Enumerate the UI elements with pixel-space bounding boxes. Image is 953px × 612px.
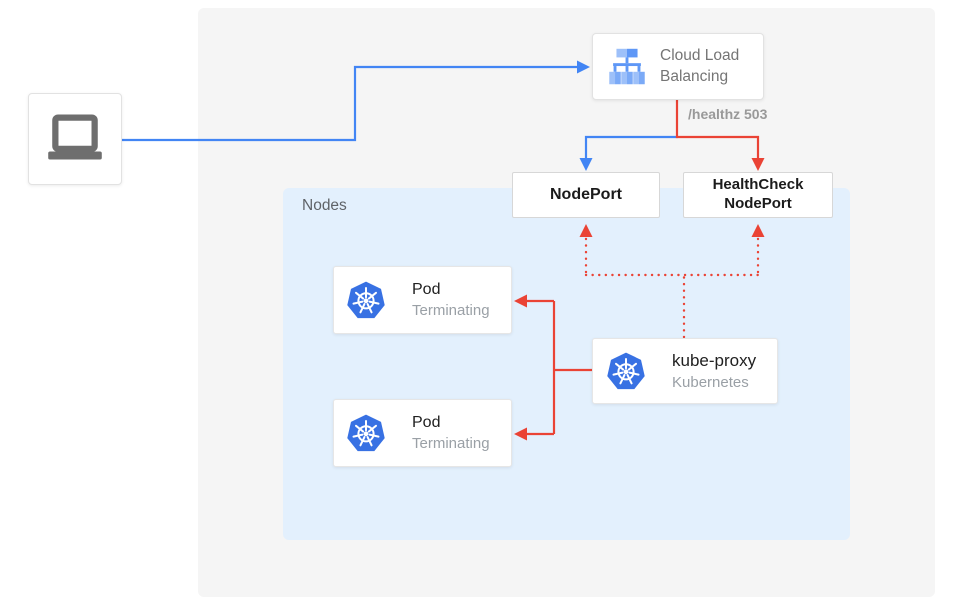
laptop-icon bbox=[46, 114, 104, 164]
pod-status: Terminating bbox=[412, 435, 490, 452]
healthcheck-nodeport-label: HealthCheck NodePort bbox=[712, 176, 804, 212]
kubernetes-icon bbox=[606, 351, 646, 391]
nodeport-label: NodePort bbox=[550, 186, 622, 203]
cloud-load-balancing-icon bbox=[604, 44, 650, 90]
cloud-load-balancing-node: Cloud Load Balancing bbox=[592, 33, 764, 100]
pod-title: Pod bbox=[412, 414, 441, 431]
nodeport-node: NodePort bbox=[512, 172, 660, 218]
pod-node-2: Pod Terminating bbox=[333, 399, 512, 467]
kube-proxy-title: kube-proxy bbox=[672, 351, 757, 370]
pod-node-1: Pod Terminating bbox=[333, 266, 512, 334]
pod-title: Pod bbox=[412, 281, 441, 298]
kube-proxy-node: kube-proxy Kubernetes bbox=[592, 338, 778, 404]
client-node bbox=[28, 93, 122, 185]
healthcheck-nodeport-node: HealthCheck NodePort bbox=[683, 172, 833, 218]
kubernetes-icon bbox=[346, 280, 386, 320]
nodes-panel-label: Nodes bbox=[302, 197, 347, 214]
kube-proxy-subtitle: Kubernetes bbox=[672, 374, 749, 391]
pod-status: Terminating bbox=[412, 302, 490, 319]
kubernetes-icon bbox=[346, 413, 386, 453]
healthz-status-annotation: /healthz 503 bbox=[688, 106, 768, 122]
cloud-load-balancing-label: Cloud Load Balancing bbox=[660, 47, 740, 85]
